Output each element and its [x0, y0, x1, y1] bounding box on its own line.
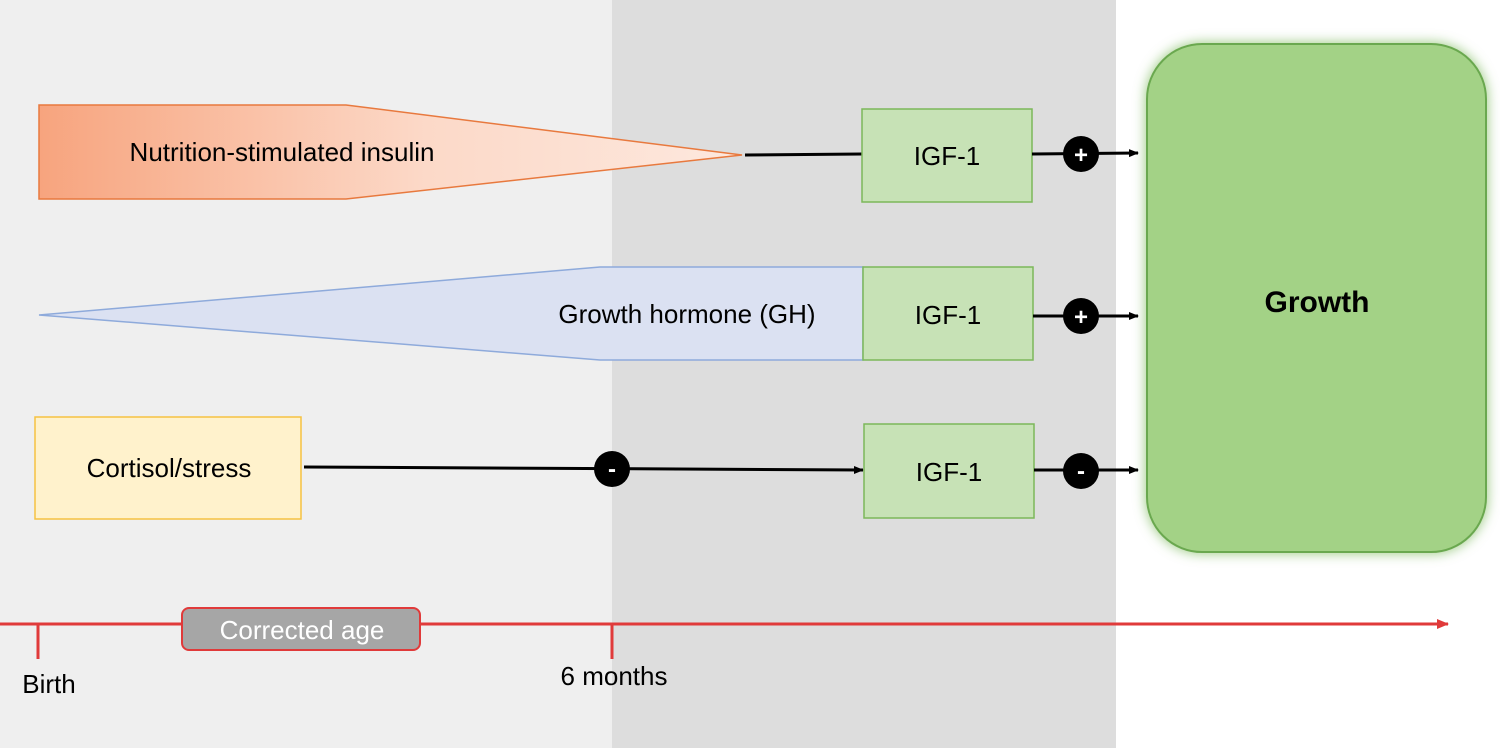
- plus-label-row1: +: [1074, 142, 1088, 169]
- igf-label-row1: IGF-1: [914, 141, 980, 171]
- gh-label: Growth hormone (GH): [558, 299, 815, 329]
- igf-label-row2: IGF-1: [915, 300, 981, 330]
- igf-box-row1: [861, 108, 1033, 203]
- minus-label-cortisol: -: [608, 456, 616, 483]
- cortisol-box: [34, 416, 302, 520]
- plus-sign-row1: [1063, 136, 1099, 172]
- insulin-label: Nutrition-stimulated insulin: [130, 137, 435, 167]
- igf-box-row2: [862, 266, 1034, 361]
- igf-label-row3: IGF-1: [916, 457, 982, 487]
- corrected-age-box: [181, 607, 421, 651]
- growth-box: [1146, 43, 1487, 553]
- growth-label: Growth: [1265, 286, 1370, 319]
- cortisol-to-igf-arrow: [303, 465, 864, 474]
- minus-sign-row3: [1063, 453, 1099, 489]
- birth-label: Birth: [22, 669, 75, 699]
- plus-sign-row2: [1063, 298, 1099, 334]
- minus-sign-cortisol: [594, 451, 630, 487]
- six-months-label: 6 months: [561, 661, 668, 691]
- igf-box-row3: [863, 423, 1035, 519]
- minus-label-row3: -: [1077, 458, 1085, 485]
- insulin-wedge: [38, 104, 743, 200]
- corrected-age-label: Corrected age: [220, 615, 385, 645]
- insulin-to-igf-line: [744, 152, 863, 157]
- plus-label-row2: +: [1074, 304, 1088, 331]
- cortisol-label: Cortisol/stress: [87, 453, 252, 483]
